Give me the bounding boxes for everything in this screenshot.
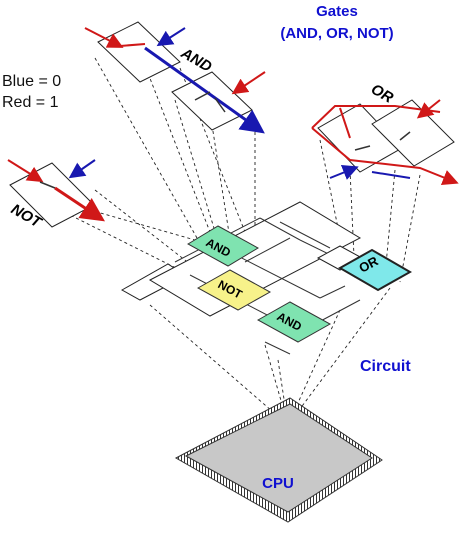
cpu-label: CPU <box>262 475 294 492</box>
circuit-label: Circuit <box>360 358 411 375</box>
title-line2: (AND, OR, NOT) <box>280 25 393 42</box>
and-input-b-arrow <box>156 27 186 47</box>
projection-lines-cpu <box>149 287 391 426</box>
cpu-top-surface <box>184 403 373 513</box>
chip-and-bottom: AND <box>256 301 332 343</box>
chip-not: NOT <box>196 269 272 311</box>
not-gate-illustration: NOT <box>7 159 105 232</box>
and-gate-illustration: AND <box>84 21 266 134</box>
and-output-arrow <box>144 46 265 134</box>
or-gate-illustration: OR <box>311 81 459 185</box>
or-switch-panel-2 <box>371 99 455 167</box>
and-switch-panel-2 <box>171 71 253 131</box>
and-gate-label: AND <box>177 44 215 76</box>
and-input-a-arrow <box>84 27 124 48</box>
not-input-arrow <box>7 159 44 183</box>
and-switch-panel-1 <box>97 21 181 83</box>
or-gate-label: OR <box>368 81 396 107</box>
cpu-chip: CPU <box>174 397 383 523</box>
chip-or: OR <box>337 248 413 292</box>
legend-red: Red = 1 <box>2 94 59 111</box>
not-output-arrow <box>54 186 105 222</box>
title-line1: Gates <box>316 3 358 20</box>
legend-blue: Blue = 0 <box>2 73 61 90</box>
